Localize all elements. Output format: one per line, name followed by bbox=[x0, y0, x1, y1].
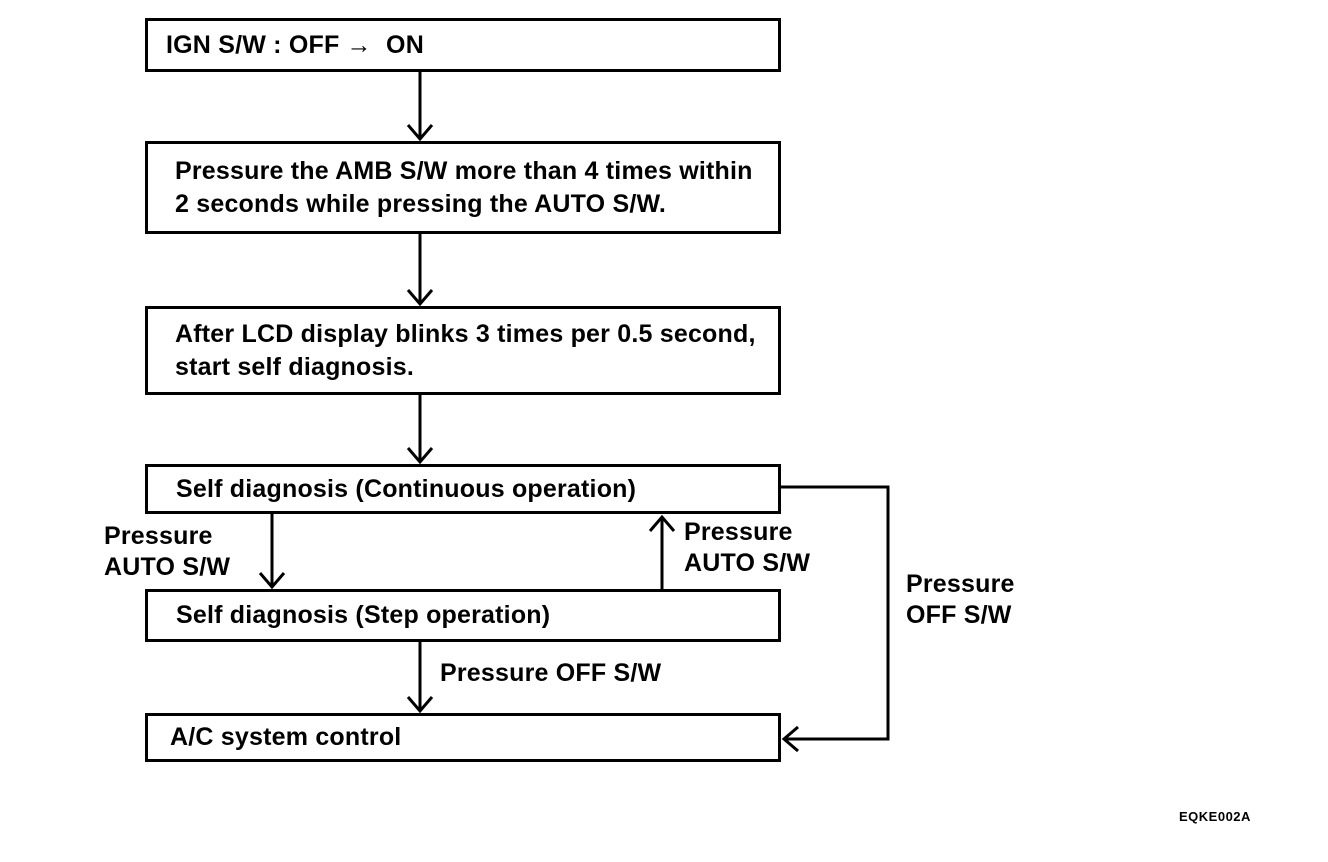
flow-box-ac-system-control: A/C system control bbox=[145, 713, 781, 762]
arrow-step-to-ac bbox=[406, 642, 434, 714]
flow-box-label: A/C system control bbox=[170, 723, 402, 751]
flow-box-lcd-blink: After LCD display blinks 3 times per 0.5… bbox=[145, 306, 781, 395]
flow-box-label: IGN S/W : OFF → ON bbox=[166, 30, 424, 59]
arrowhead-down-icon bbox=[406, 447, 434, 465]
edge-label-pressure-off-sw-feedback: Pressure OFF S/W bbox=[906, 570, 1015, 629]
flow-box-self-diagnosis-step: Self diagnosis (Step operation) bbox=[145, 589, 781, 642]
edge-label-pressure-off-sw-middle: Pressure OFF S/W bbox=[440, 659, 662, 687]
flow-box-self-diagnosis-continuous: Self diagnosis (Continuous operation) bbox=[145, 464, 781, 514]
flow-box-amb-switch: Pressure the AMB S/W more than 4 times w… bbox=[145, 141, 781, 234]
arrowhead-down-icon bbox=[258, 572, 286, 590]
arrow-ign-to-amb bbox=[406, 72, 434, 142]
flow-box-ign-switch: IGN S/W : OFF → ON bbox=[145, 18, 781, 72]
arrow-continuous-to-step bbox=[258, 514, 286, 590]
arrowhead-up-icon bbox=[648, 514, 676, 532]
arrow-step-to-continuous bbox=[648, 514, 676, 589]
edge-label-pressure-auto-sw-left: Pressure AUTO S/W bbox=[104, 522, 231, 581]
arrow-lcd-to-continuous bbox=[406, 395, 434, 465]
figure-code: EQKE002A bbox=[1179, 809, 1251, 824]
flow-box-label: After LCD display blinks 3 times per 0.5… bbox=[175, 319, 756, 381]
arrowhead-left-icon bbox=[781, 725, 799, 753]
flow-box-label: Self diagnosis (Step operation) bbox=[176, 601, 551, 629]
arrowhead-down-icon bbox=[406, 696, 434, 714]
edge-label-pressure-auto-sw-right: Pressure AUTO S/W bbox=[684, 518, 811, 577]
arrowhead-down-icon bbox=[406, 289, 434, 307]
arrow-amb-to-lcd bbox=[406, 234, 434, 307]
flow-box-label: Self diagnosis (Continuous operation) bbox=[176, 474, 637, 503]
arrowhead-down-icon bbox=[406, 124, 434, 142]
flow-box-label: Pressure the AMB S/W more than 4 times w… bbox=[175, 156, 753, 218]
